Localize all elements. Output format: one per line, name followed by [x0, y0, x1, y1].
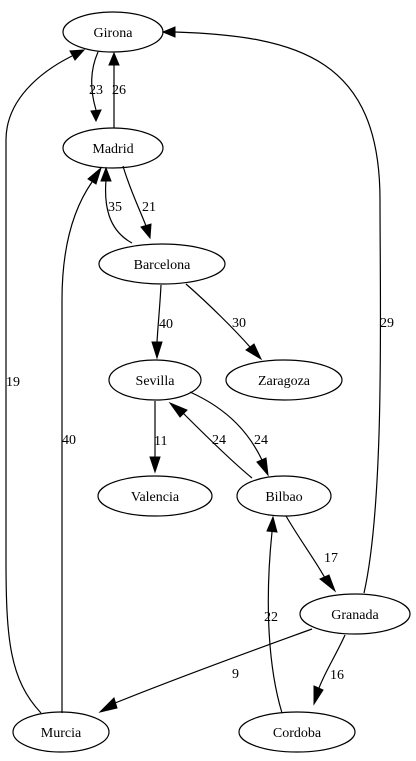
node-label: Sevilla: [136, 374, 176, 389]
node-valencia: Valencia: [97, 475, 213, 517]
node-murcia: Murcia: [12, 711, 110, 753]
edge-girona-madrid: 23: [89, 51, 103, 123]
edge-murcia-madrid: 40: [61, 166, 102, 713]
edge-label: 26: [112, 83, 126, 98]
edge-label: 40: [62, 433, 76, 448]
edge-label: 24: [212, 433, 226, 448]
node-barcelona: Barcelona: [98, 243, 226, 285]
node-label: Barcelona: [134, 258, 192, 273]
node-label: Girona: [94, 26, 134, 41]
node-girona: Girona: [62, 11, 164, 53]
edge-label: 9: [232, 667, 239, 682]
node-granada: Granada: [299, 593, 411, 635]
edge-granada-cordoba: 16: [313, 634, 346, 706]
node-label: Murcia: [41, 726, 82, 741]
edge-label: 22: [264, 610, 278, 625]
node-label: Valencia: [131, 490, 180, 505]
edge-label: 24: [254, 433, 268, 448]
node-madrid: Madrid: [62, 127, 164, 169]
edge-label: 19: [6, 375, 20, 390]
edge-label: 11: [154, 434, 167, 449]
edge-barcelona-sevilla: 40: [151, 284, 173, 360]
edge-label: 30: [232, 316, 246, 331]
node-label: Granada: [331, 608, 379, 623]
node-cordoba: Cordoba: [238, 711, 356, 753]
edge-label: 16: [330, 668, 344, 683]
edge-label: 29: [380, 316, 394, 331]
edge-granada-girona: 29: [161, 26, 394, 594]
node-label: Bilbao: [265, 490, 302, 505]
edge-label: 35: [108, 200, 122, 215]
edge-barcelona-madrid: 35: [100, 166, 133, 244]
edge-label: 17: [324, 551, 338, 566]
node-zaragoza: Zaragoza: [225, 359, 343, 401]
edge-murcia-girona: 19: [5, 49, 86, 714]
edge-madrid-barcelona: 21: [122, 165, 156, 240]
edge-sevilla-bilbao: 24: [189, 391, 269, 477]
node-label: Zaragoza: [258, 374, 311, 389]
edge-granada-murcia: 9: [98, 628, 313, 713]
edge-bilbao-sevilla: 24: [168, 401, 253, 479]
edge-barcelona-zaragoza: 30: [185, 283, 263, 361]
edge-sevilla-valencia: 11: [149, 401, 167, 474]
edge-cordoba-bilbao: 22: [264, 515, 283, 714]
edge-madrid-girona: 26: [108, 51, 126, 128]
edge-bilbao-granada: 17: [285, 515, 338, 593]
edge-label: 21: [142, 200, 156, 215]
node-label: Madrid: [92, 142, 133, 157]
edge-label: 40: [159, 317, 173, 332]
node-sevilla: Sevilla: [108, 359, 202, 401]
node-label: Cordoba: [273, 726, 322, 741]
node-bilbao: Bilbao: [236, 475, 332, 517]
edge-label: 23: [89, 83, 103, 98]
